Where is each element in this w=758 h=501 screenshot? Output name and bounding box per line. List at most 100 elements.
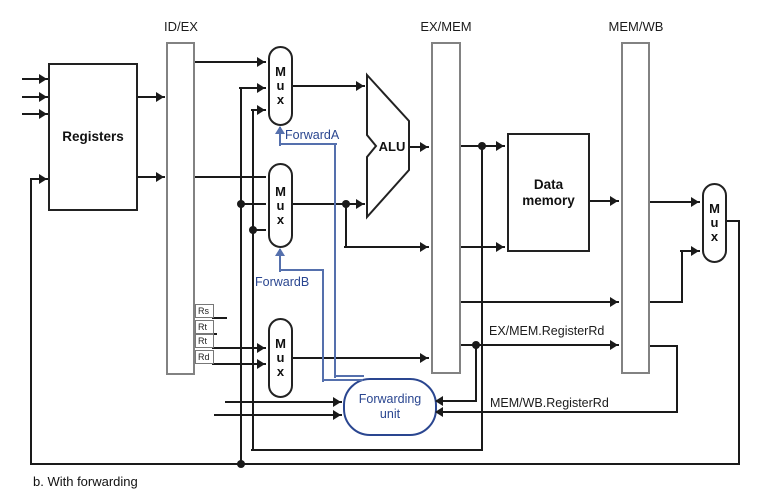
junction-dot: [237, 460, 245, 468]
wire: [251, 449, 482, 451]
forward-wire: [279, 143, 337, 145]
wire: [344, 246, 429, 248]
arrowhead-right: [39, 74, 47, 84]
forward-wire: [279, 269, 324, 271]
junction-dot: [342, 200, 350, 208]
forward-wire: [322, 379, 363, 381]
wire: [645, 345, 677, 347]
arrowhead-right: [691, 246, 699, 256]
arrowhead-right: [257, 105, 265, 115]
wire: [435, 400, 476, 402]
mux-letter: u: [276, 78, 285, 93]
data-memory-block: Data memory: [507, 133, 590, 252]
arrowhead-right: [257, 359, 265, 369]
wire: [681, 250, 683, 303]
wire: [481, 145, 483, 451]
data-memory-label-line1: Data: [533, 176, 564, 192]
wire: [645, 201, 700, 203]
wire: [212, 363, 266, 365]
idex-pipeline-register: [166, 42, 195, 375]
wire: [30, 178, 32, 465]
arrowhead-right: [610, 196, 618, 206]
arrowhead-right: [610, 340, 618, 350]
alu-src-a-mux: M u x: [268, 46, 293, 126]
junction-dot: [472, 341, 480, 349]
arrowhead-right: [496, 141, 504, 151]
arrowhead-right: [156, 172, 164, 182]
wire: [408, 146, 429, 148]
figure-caption: b. With forwarding: [33, 474, 138, 489]
arrowhead-right: [356, 199, 364, 209]
stage-label-exmem: EX/MEM: [420, 19, 472, 34]
wire: [722, 220, 740, 222]
memwb-registerrd-label: MEM/WB.RegisterRd: [490, 396, 609, 410]
arrowhead-right: [333, 397, 341, 407]
mux-letter: x: [710, 229, 719, 244]
alu-label: ALU: [378, 139, 406, 154]
wire: [288, 85, 365, 87]
arrowhead-right: [356, 81, 364, 91]
wire: [251, 229, 266, 231]
wire: [456, 344, 619, 346]
mux-letter: M: [709, 201, 720, 216]
wire: [680, 250, 700, 252]
wire: [225, 401, 342, 403]
arrowhead-up: [275, 126, 285, 134]
mux-letter: x: [276, 211, 285, 227]
forward-wire: [334, 375, 364, 377]
wire: [676, 345, 678, 413]
wire: [456, 246, 505, 248]
arrowhead-right: [610, 297, 618, 307]
wire: [252, 109, 254, 451]
junction-dot: [237, 200, 245, 208]
wire: [475, 344, 477, 402]
field-tag-rd: Rd: [195, 350, 214, 364]
wire: [190, 61, 266, 63]
wire: [239, 87, 266, 89]
mux-letter: M: [275, 336, 286, 351]
wire: [435, 411, 677, 413]
arrowhead-right: [496, 242, 504, 252]
wire: [288, 203, 365, 205]
wire: [585, 200, 619, 202]
wire: [22, 113, 48, 115]
forward-b-label: ForwardB: [255, 275, 310, 289]
wire: [345, 203, 347, 248]
arrowhead-right: [691, 197, 699, 207]
wire: [22, 96, 48, 98]
wire: [645, 301, 682, 303]
mux-letter: u: [276, 350, 285, 365]
forwarding-unit-label-line1: Forwarding: [358, 392, 422, 406]
wire: [456, 301, 619, 303]
stage-label-memwb: MEM/WB: [608, 19, 664, 34]
arrowhead-right: [257, 57, 265, 67]
arrowhead-right: [156, 92, 164, 102]
registers-label: Registers: [62, 129, 124, 144]
arrowhead-right: [39, 92, 47, 102]
data-memory-label-line2: memory: [522, 192, 575, 208]
field-tag-rt1: Rt: [195, 320, 214, 334]
arrowhead-left: [435, 396, 443, 406]
arrowhead-left: [435, 407, 443, 417]
forwarding-unit-label-line2: unit: [379, 407, 401, 421]
forward-wire: [279, 127, 281, 146]
arrowhead-right: [420, 142, 428, 152]
arrowhead-up: [275, 248, 285, 256]
mux-letter: M: [275, 64, 286, 79]
junction-dot: [249, 226, 257, 234]
wire: [738, 220, 740, 465]
alu-shape: [366, 72, 410, 220]
wire: [22, 78, 48, 80]
arrowhead-right: [39, 174, 47, 184]
wire: [190, 176, 266, 178]
wire: [214, 414, 342, 416]
arrowhead-right: [257, 83, 265, 93]
arrowhead-right: [420, 353, 428, 363]
mux-letter: x: [276, 92, 285, 107]
arrowhead-right: [333, 410, 341, 420]
wire: [240, 87, 242, 465]
wire: [133, 96, 165, 98]
wire: [212, 333, 217, 335]
arrowhead-right: [420, 242, 428, 252]
mux-letter: M: [275, 183, 286, 199]
